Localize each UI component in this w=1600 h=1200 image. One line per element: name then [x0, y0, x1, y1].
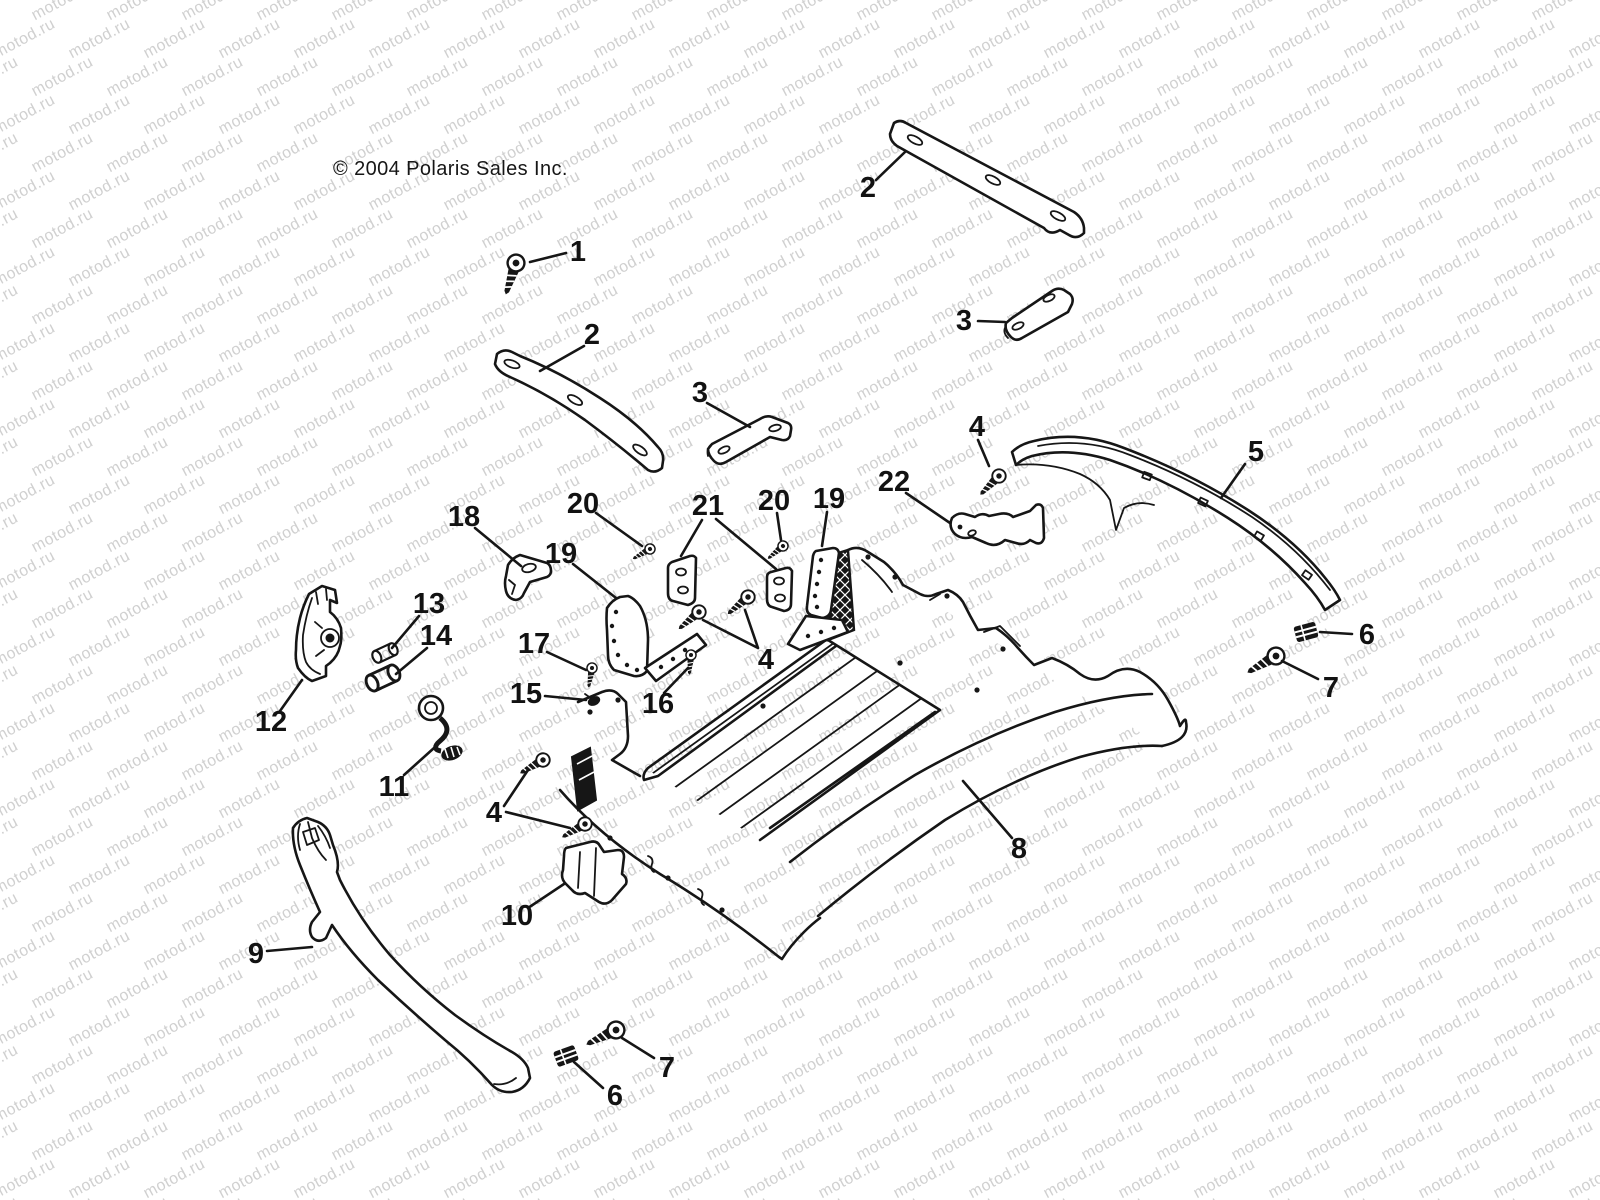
part-7-screw-bottom: [581, 1017, 629, 1054]
part-5-fender-flare: [1010, 435, 1342, 612]
callout-17: 17: [518, 628, 550, 660]
callout-12: 12: [255, 706, 287, 738]
callout-4a: 4: [969, 411, 985, 443]
callout-7b: 7: [659, 1052, 675, 1084]
copyright-text: © 2004 Polaris Sales Inc.: [333, 158, 568, 180]
callout-5: 5: [1248, 436, 1264, 468]
part-20-screw-right: [763, 538, 791, 564]
callout-19a: 19: [545, 538, 577, 570]
callout-20b: 20: [758, 485, 790, 517]
callout-1: 1: [570, 236, 586, 268]
part-6-clip-right: [1292, 620, 1320, 644]
part-10-bracket: [560, 840, 628, 905]
callout-14: 14: [420, 620, 452, 652]
callout-2a: 2: [860, 172, 876, 204]
callout-22: 22: [878, 466, 910, 498]
callout-16: 16: [642, 688, 674, 720]
part-7-screw-right: [1242, 643, 1289, 681]
callout-3a: 3: [692, 377, 708, 409]
callout-8: 8: [1011, 833, 1027, 865]
callout-10: 10: [501, 900, 533, 932]
callout-13: 13: [413, 588, 445, 620]
part-3-bracket-right: [1003, 287, 1074, 342]
leader-lines: [265, 150, 1354, 1090]
callout-6a: 6: [1359, 619, 1375, 651]
part-17-screw: [582, 661, 599, 690]
callout-3b: 3: [956, 305, 972, 337]
callout-7a: 7: [1323, 672, 1339, 704]
part-9-side-panel: [291, 816, 532, 1094]
callout-6b: 6: [607, 1080, 623, 1112]
part-19-support-bracket-left: [605, 594, 708, 683]
part-8-rear-body: [558, 546, 1188, 961]
part-15-clip: [584, 693, 601, 706]
part-4-screw-low-upper: [515, 749, 554, 780]
part-11-wiring-harness: [417, 694, 463, 761]
callout-19b: 19: [813, 483, 845, 515]
part-4-screw-low-lower: [557, 813, 596, 844]
part-4-screw-top: [974, 465, 1010, 501]
callout-21: 21: [692, 490, 724, 522]
callout-4c: 4: [486, 797, 502, 829]
callout-15: 15: [510, 678, 542, 710]
part-1-screw: [496, 251, 528, 299]
part-2-support-rail-lower: [493, 349, 665, 473]
callout-9: 9: [248, 938, 264, 970]
part-20-screw-left: [629, 541, 658, 564]
part-19-support-bracket-right: [786, 546, 850, 652]
part-4-screw-mid-right: [722, 586, 759, 621]
part-4-screw-mid-left: [673, 601, 710, 636]
part-3-bracket-left: [706, 415, 793, 466]
callout-2b: 2: [584, 319, 600, 351]
callout-labels: 1 2 2 3 3 4 4 4 5 6 6 7 7 8 9 10 11 12 1…: [248, 172, 1375, 1112]
part-14-bulb: [362, 661, 404, 695]
callout-4b: 4: [758, 644, 774, 676]
part-12-taillight-assembly: [294, 584, 343, 683]
part-22-bracket: [949, 503, 1046, 547]
part-21-spacer-plates: [666, 554, 794, 613]
callout-20a: 20: [567, 488, 599, 520]
callout-18: 18: [448, 501, 480, 533]
part-2-support-rail-upper: [888, 119, 1086, 239]
part-18-bracket: [503, 553, 553, 602]
callout-11: 11: [379, 771, 410, 803]
